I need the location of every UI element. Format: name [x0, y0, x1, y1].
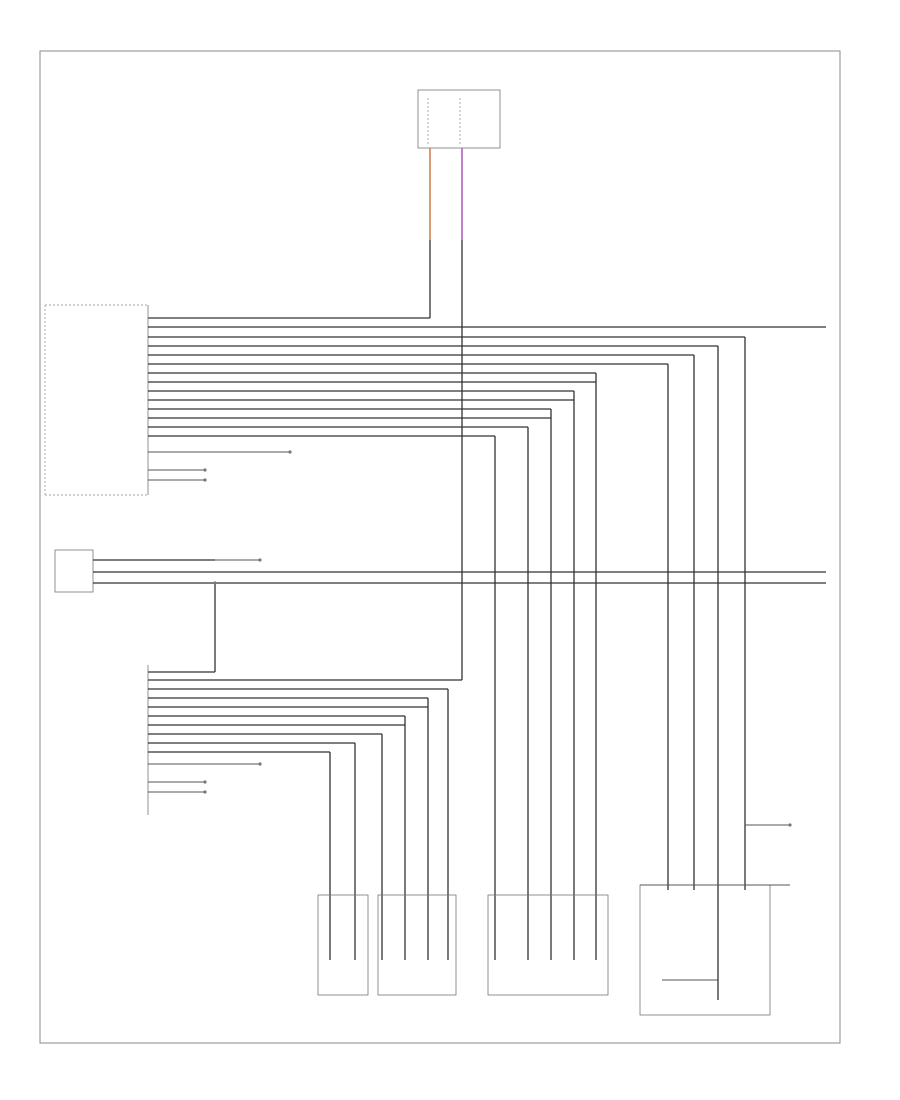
module-a-bus — [148, 326, 826, 481]
module-b-bus — [148, 671, 462, 793]
unit-c — [639, 823, 792, 1016]
switch-b — [487, 894, 609, 996]
fuse-wires — [148, 148, 463, 680]
switch-a — [317, 894, 457, 996]
connectors — [203, 450, 292, 794]
module-a — [44, 304, 149, 496]
vertical-wires — [494, 337, 746, 960]
power-switch — [54, 549, 826, 672]
diagram-frame — [39, 50, 841, 1044]
fuse-box — [417, 89, 501, 149]
module-b-verticals — [329, 689, 449, 960]
